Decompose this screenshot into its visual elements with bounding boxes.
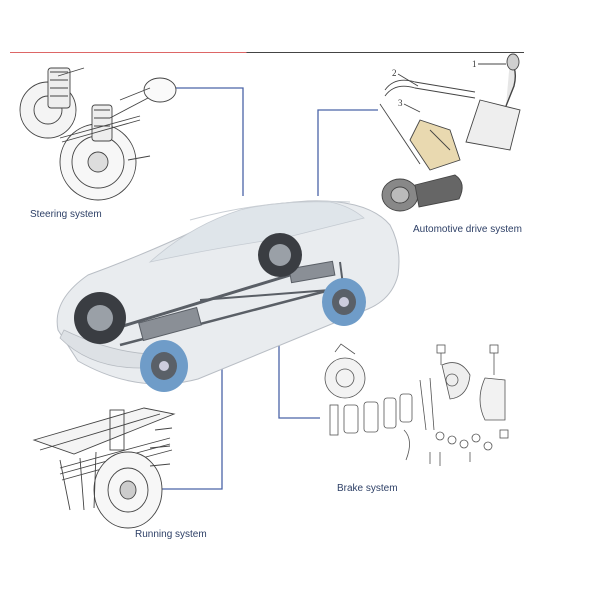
leader-running bbox=[160, 368, 223, 490]
front-left-wheel bbox=[74, 292, 126, 344]
label-running-system: Running system bbox=[135, 529, 207, 540]
label-steering-system: Steering system bbox=[30, 209, 102, 220]
car-windshield bbox=[148, 201, 365, 263]
callout-2: 2 bbox=[392, 68, 397, 78]
callout-1: 1 bbox=[472, 59, 477, 69]
steering-system-illustration bbox=[19, 67, 177, 201]
leader-steering bbox=[172, 87, 244, 196]
drive-system-illustration bbox=[379, 53, 521, 212]
running-system-illustration bbox=[32, 407, 176, 529]
leader-drive bbox=[317, 109, 378, 196]
header-rule bbox=[10, 52, 524, 53]
label-automotive-drive-system: Automotive drive system bbox=[413, 224, 522, 235]
chassis bbox=[109, 260, 346, 347]
rear-right-wheel bbox=[322, 278, 366, 326]
label-brake-system: Brake system bbox=[337, 483, 398, 494]
car-roof-line bbox=[189, 200, 351, 221]
callout-3: 3 bbox=[398, 98, 403, 108]
car-illustration bbox=[56, 200, 400, 392]
brake-system-illustration bbox=[324, 343, 509, 466]
drive-callouts: 1 2 3 bbox=[392, 59, 477, 108]
leader-lines bbox=[160, 87, 378, 490]
leader-brake bbox=[278, 342, 320, 419]
rear-left-wheel bbox=[258, 233, 302, 277]
front-right-wheel bbox=[140, 340, 188, 392]
